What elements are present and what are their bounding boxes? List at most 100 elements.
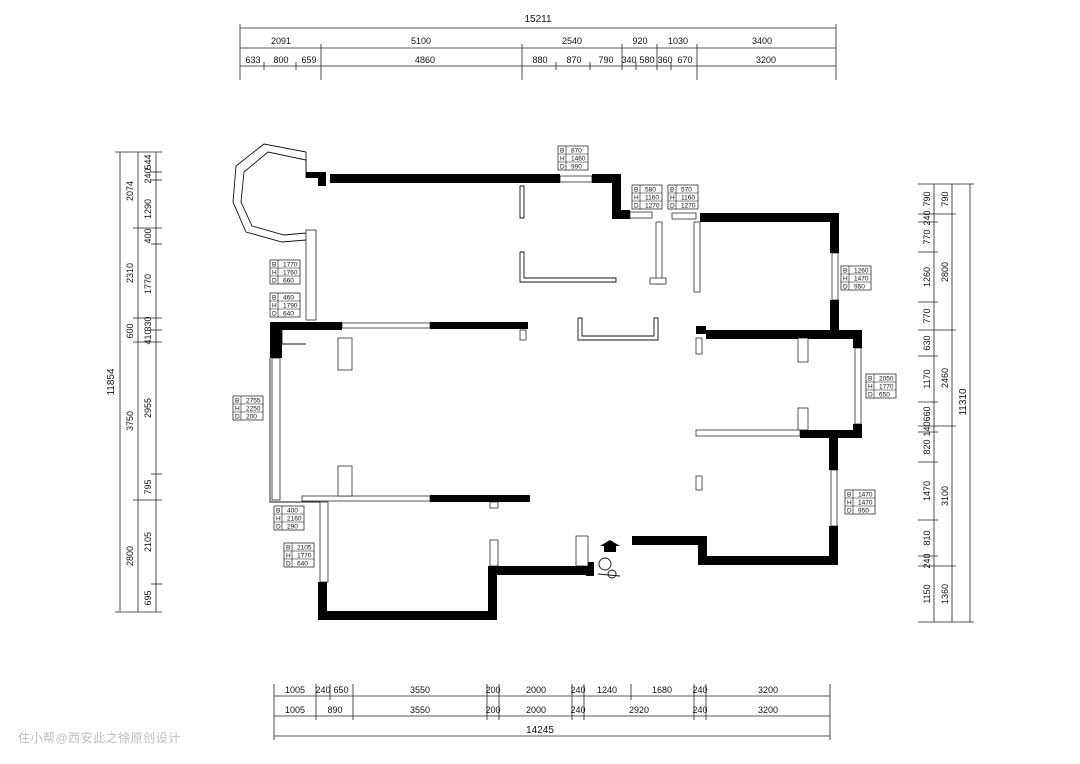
bottom-dim: 2920 — [629, 705, 649, 715]
value-h: 1790 — [283, 303, 298, 310]
left-dim: 544 — [143, 154, 153, 169]
label-d: D — [272, 311, 277, 318]
label-h: H — [847, 500, 852, 507]
label-d: D — [843, 284, 848, 291]
entrance-symbol — [597, 540, 621, 579]
label-b: B — [634, 187, 638, 194]
label-b: B — [843, 268, 847, 275]
left-dim: 695 — [143, 590, 153, 605]
left-dim: 795 — [143, 479, 153, 494]
top-dim: 870 — [566, 55, 581, 65]
top-dimension-chain: 15211 2091 5100 2540 920 1030 3400 633 8… — [239, 14, 837, 80]
value-d: 200 — [246, 414, 257, 421]
top-dim: 633 — [245, 55, 260, 65]
value-h: 1770 — [297, 553, 312, 560]
bottom-dim: 200 — [485, 685, 500, 695]
top-dim: 880 — [532, 55, 547, 65]
value-b: 1470 — [858, 492, 873, 499]
value-h: 1470 — [858, 500, 873, 507]
value-h: 2250 — [246, 406, 261, 413]
right-dim: 810 — [922, 530, 932, 545]
right-dim: 240 — [922, 210, 932, 225]
right-dim: 1170 — [922, 369, 932, 388]
value-b: 1770 — [283, 262, 298, 269]
label-h: H — [286, 553, 291, 560]
bottom-dim: 3550 — [410, 685, 430, 695]
value-b: 400 — [287, 508, 298, 515]
right-dim: 1470 — [922, 481, 932, 501]
right-dim: 1260 — [922, 267, 932, 287]
bottom-dim: 890 — [327, 705, 342, 715]
bottom-dim: 240 — [692, 685, 707, 695]
value-b: 2050 — [879, 376, 894, 383]
label-b: B — [272, 262, 276, 269]
value-b: 1260 — [854, 268, 869, 275]
top-total: 15211 — [524, 14, 552, 25]
value-h: 1160 — [681, 195, 695, 202]
label-h: H — [634, 195, 639, 202]
right-dim: 2800 — [940, 262, 950, 282]
label-h: H — [670, 195, 675, 202]
label-b: B — [235, 398, 239, 405]
value-h: 1760 — [283, 270, 298, 277]
top-dim: 3400 — [752, 36, 772, 46]
label-b: B — [847, 492, 851, 499]
value-h: 1770 — [879, 384, 894, 391]
top-dim: 670 — [677, 55, 692, 65]
top-dim: 790 — [598, 55, 613, 65]
value-d: 950 — [854, 284, 865, 291]
right-dim: 770 — [922, 308, 932, 323]
value-d: 660 — [283, 278, 294, 285]
left-dim: 2310 — [125, 263, 135, 283]
bottom-dim: 200 — [485, 705, 500, 715]
value-d: 990 — [571, 164, 582, 171]
value-d: 290 — [287, 524, 298, 531]
right-dim: 140 — [922, 421, 932, 436]
label-d: D — [235, 414, 240, 421]
right-dim: 1150 — [922, 584, 932, 603]
value-h: 2160 — [287, 516, 302, 523]
left-total: 11854 — [106, 368, 117, 396]
value-d: 640 — [283, 311, 294, 318]
right-dim: 770 — [922, 229, 932, 244]
value-b: 2105 — [297, 545, 312, 552]
label-h: H — [235, 406, 240, 413]
value-b: 2755 — [246, 398, 261, 405]
value-d: 650 — [879, 392, 890, 399]
left-dim: 2074 — [125, 181, 135, 201]
label-b: B — [670, 187, 674, 194]
bottom-dim: 240 — [692, 705, 707, 715]
right-dim: 1360 — [940, 584, 950, 604]
top-dim: 800 — [273, 55, 288, 65]
value-d: 640 — [297, 561, 308, 568]
left-dim: 2955 — [143, 398, 153, 418]
left-dim: 330 — [143, 316, 153, 331]
left-dim: 1290 — [143, 199, 153, 219]
top-dim: 580 — [639, 55, 654, 65]
top-dim: 659 — [301, 55, 316, 65]
label-h: H — [868, 384, 873, 391]
label-b: B — [286, 545, 290, 552]
bottom-dim: 2000 — [526, 705, 546, 715]
label-d: D — [847, 508, 852, 515]
label-b: B — [276, 508, 280, 515]
label-d: D — [670, 203, 675, 210]
bottom-dim: 240 — [570, 705, 585, 715]
top-dim: 2540 — [562, 36, 582, 46]
label-d: D — [276, 524, 281, 531]
bottom-dim: 3200 — [758, 705, 778, 715]
top-dim: 5100 — [411, 36, 431, 46]
top-dim: 4860 — [415, 55, 435, 65]
bay-window — [232, 143, 307, 243]
top-dim: 340 — [621, 55, 636, 65]
left-dim: 1770 — [143, 274, 153, 294]
left-dim: 400 — [143, 228, 153, 243]
right-dim: 790 — [940, 191, 950, 206]
top-dim: 3200 — [756, 55, 776, 65]
